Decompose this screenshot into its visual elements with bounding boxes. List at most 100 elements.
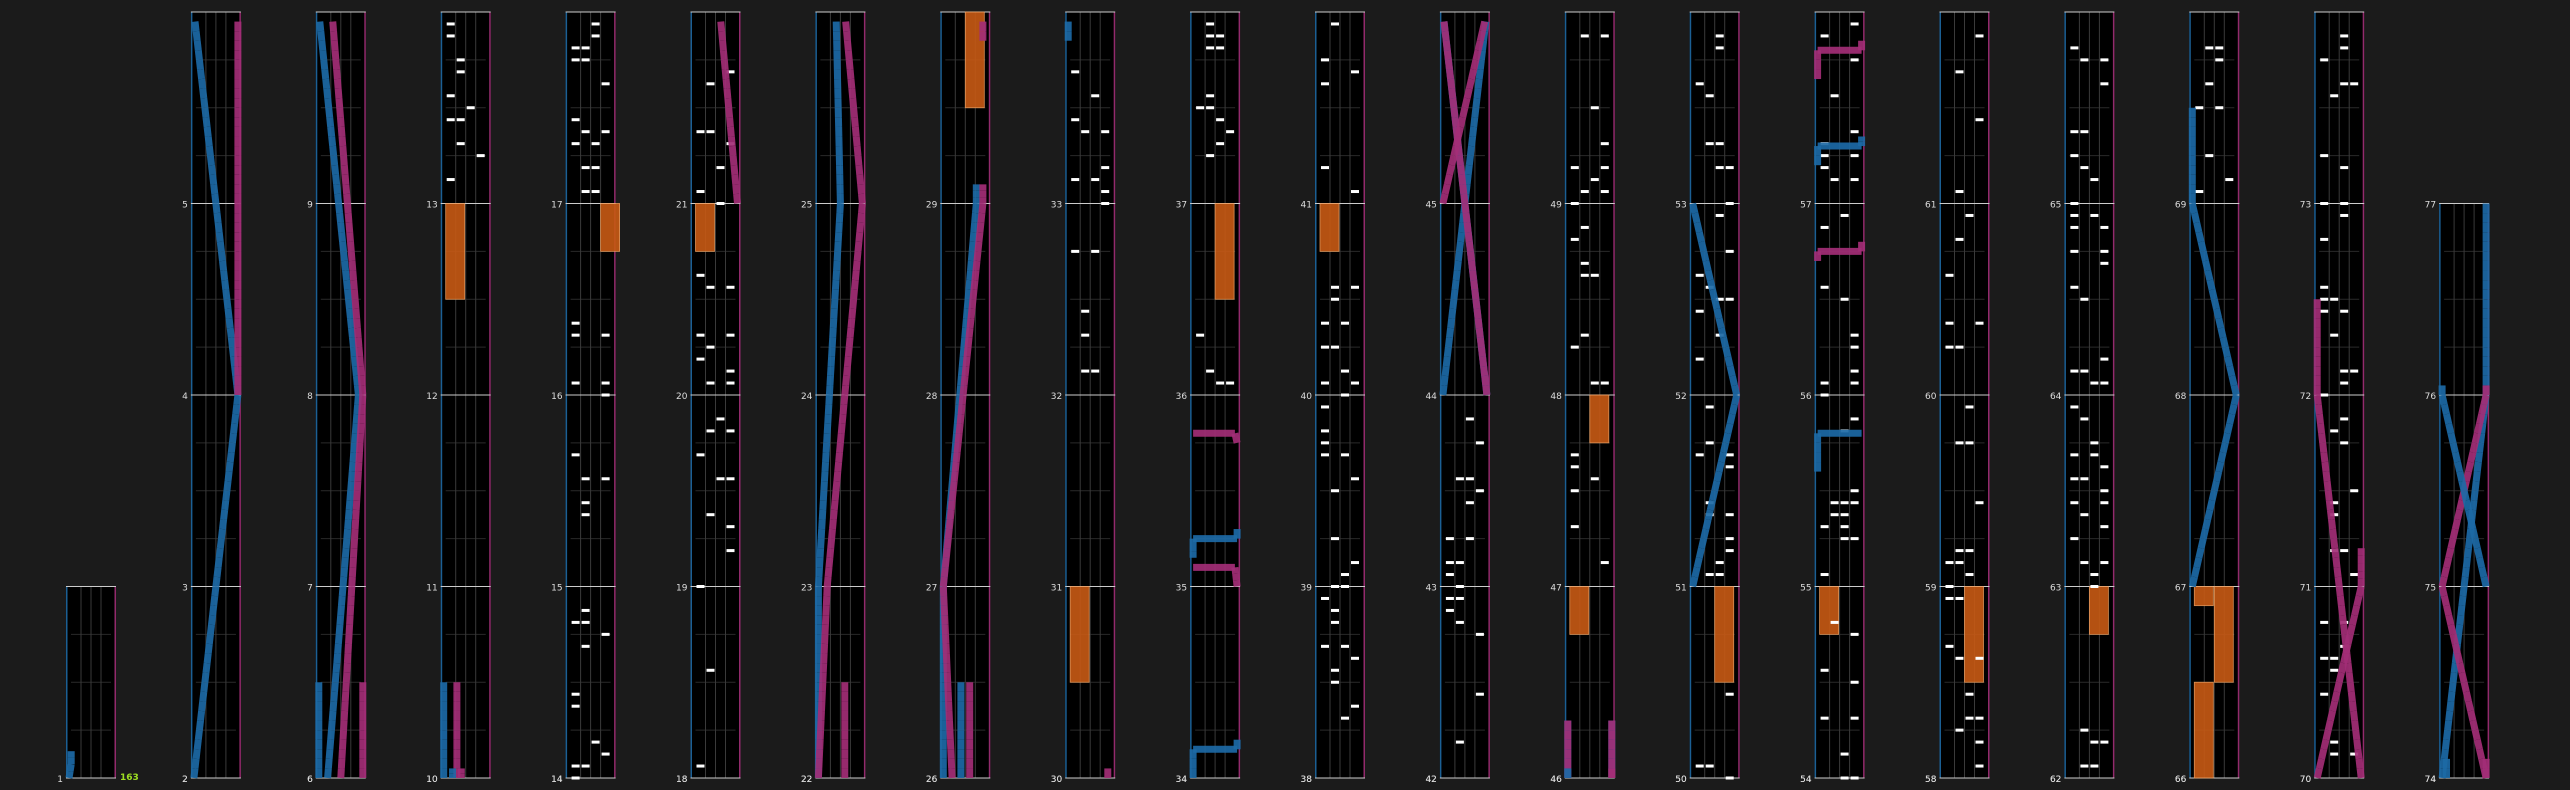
right-laser-segment <box>337 69 338 79</box>
left-laser-segment <box>335 165 336 175</box>
left-laser-segment <box>348 510 349 520</box>
right-laser-segment <box>967 347 968 357</box>
chip-note <box>1956 561 1964 564</box>
chip-note <box>572 322 580 325</box>
right-laser-segment <box>854 108 855 118</box>
left-laser-segment <box>221 529 222 539</box>
measure-number: 68 <box>2175 392 2187 402</box>
right-laser-segment <box>834 500 835 510</box>
right-laser-segment <box>353 558 354 568</box>
right-laser-segment <box>2328 721 2330 731</box>
chip-note <box>727 549 735 552</box>
chip-note <box>1456 741 1464 744</box>
left-laser-segment <box>1461 232 1462 242</box>
measure-number: 67 <box>2175 584 2186 594</box>
left-laser-segment <box>1447 347 1448 357</box>
left-laser-segment <box>2473 529 2475 539</box>
measure-number: 71 <box>2300 584 2311 594</box>
measure-number: 56 <box>1800 392 1812 402</box>
left-laser-segment <box>2453 443 2455 453</box>
right-laser-segment <box>1443 194 1445 204</box>
right-laser-segment <box>2449 548 2451 558</box>
left-laser-segment <box>2234 395 2236 405</box>
chip-note <box>2195 190 2203 193</box>
fx-hold-note <box>601 204 620 252</box>
right-laser-segment <box>2354 711 2355 721</box>
chip-note <box>1841 537 1849 540</box>
left-laser-segment <box>198 50 199 60</box>
right-laser-segment <box>2333 701 2335 711</box>
right-laser-segment <box>735 175 736 185</box>
chip-note <box>1446 609 1454 612</box>
left-laser-segment <box>335 682 336 692</box>
chip-note <box>1321 645 1329 648</box>
left-laser-segment <box>344 567 345 577</box>
left-laser-segment <box>338 194 339 204</box>
right-laser-segment <box>850 69 851 79</box>
measure-number: 13 <box>426 201 437 211</box>
chip-note <box>1831 178 1839 181</box>
left-laser-segment <box>338 634 339 644</box>
right-laser-segment <box>1469 79 1471 89</box>
chip-note <box>572 777 580 780</box>
left-laser-segment <box>2475 539 2477 549</box>
chip-note <box>1331 609 1339 612</box>
left-laser-segment <box>2225 347 2227 357</box>
left-laser-segment <box>202 79 203 89</box>
chip-note <box>1321 429 1329 432</box>
right-laser-segment <box>951 500 952 510</box>
right-laser-segment <box>1236 580 1237 586</box>
left-laser-segment <box>972 242 973 252</box>
right-laser-segment <box>855 271 856 281</box>
chip-note <box>2340 549 2348 552</box>
right-laser-segment <box>2336 558 2337 568</box>
right-laser-segment <box>947 539 948 549</box>
right-laser-segment <box>2318 405 2319 415</box>
chip-note <box>2100 525 2108 528</box>
measure-number: 77 <box>2425 201 2436 211</box>
chip-note <box>2080 58 2088 61</box>
chip-note <box>2320 394 2328 397</box>
right-laser-segment <box>2324 452 2325 462</box>
chip-note <box>1321 58 1329 61</box>
left-laser-segment <box>1735 385 1737 395</box>
chip-note <box>1716 46 1724 49</box>
right-laser-segment <box>1453 98 1454 108</box>
right-laser-segment <box>978 242 979 252</box>
chip-note <box>1341 322 1349 325</box>
chip-note <box>447 178 455 181</box>
measure-number: 72 <box>2300 392 2311 402</box>
left-laser-segment <box>2474 491 2475 501</box>
chip-note <box>1956 346 1964 349</box>
chip-note <box>1821 286 1829 289</box>
left-laser-segment <box>218 558 219 568</box>
chip-note <box>582 130 590 133</box>
fx-hold-note <box>1965 587 1984 683</box>
chip-note <box>477 154 485 157</box>
left-laser-segment <box>1470 146 1471 156</box>
left-laser-segment <box>357 385 358 395</box>
chip-note <box>1966 549 1974 552</box>
left-laser-segment <box>1697 558 1699 568</box>
left-laser-segment <box>350 318 351 328</box>
left-laser-segment <box>2480 443 2481 453</box>
left-laser-segment <box>2230 414 2232 424</box>
left-laser-segment <box>818 577 819 587</box>
right-laser-segment <box>730 127 731 137</box>
left-laser-segment <box>838 242 839 252</box>
right-laser-segment <box>1448 60 1449 70</box>
chip-note <box>2080 765 2088 768</box>
measure-number: 75 <box>2425 584 2436 594</box>
chip-note <box>1851 501 1859 504</box>
left-laser-segment <box>214 596 215 606</box>
measure-number: 64 <box>2050 392 2062 402</box>
right-laser-segment <box>976 261 977 271</box>
bpm-label: 163 <box>120 773 139 783</box>
right-laser-segment <box>352 261 353 271</box>
chip-note <box>1321 405 1329 408</box>
chip-note <box>2090 765 2098 768</box>
measure-number: 42 <box>1425 775 1436 785</box>
right-laser-segment <box>2469 701 2471 711</box>
chip-note <box>1351 190 1359 193</box>
chip-note <box>1601 190 1609 193</box>
